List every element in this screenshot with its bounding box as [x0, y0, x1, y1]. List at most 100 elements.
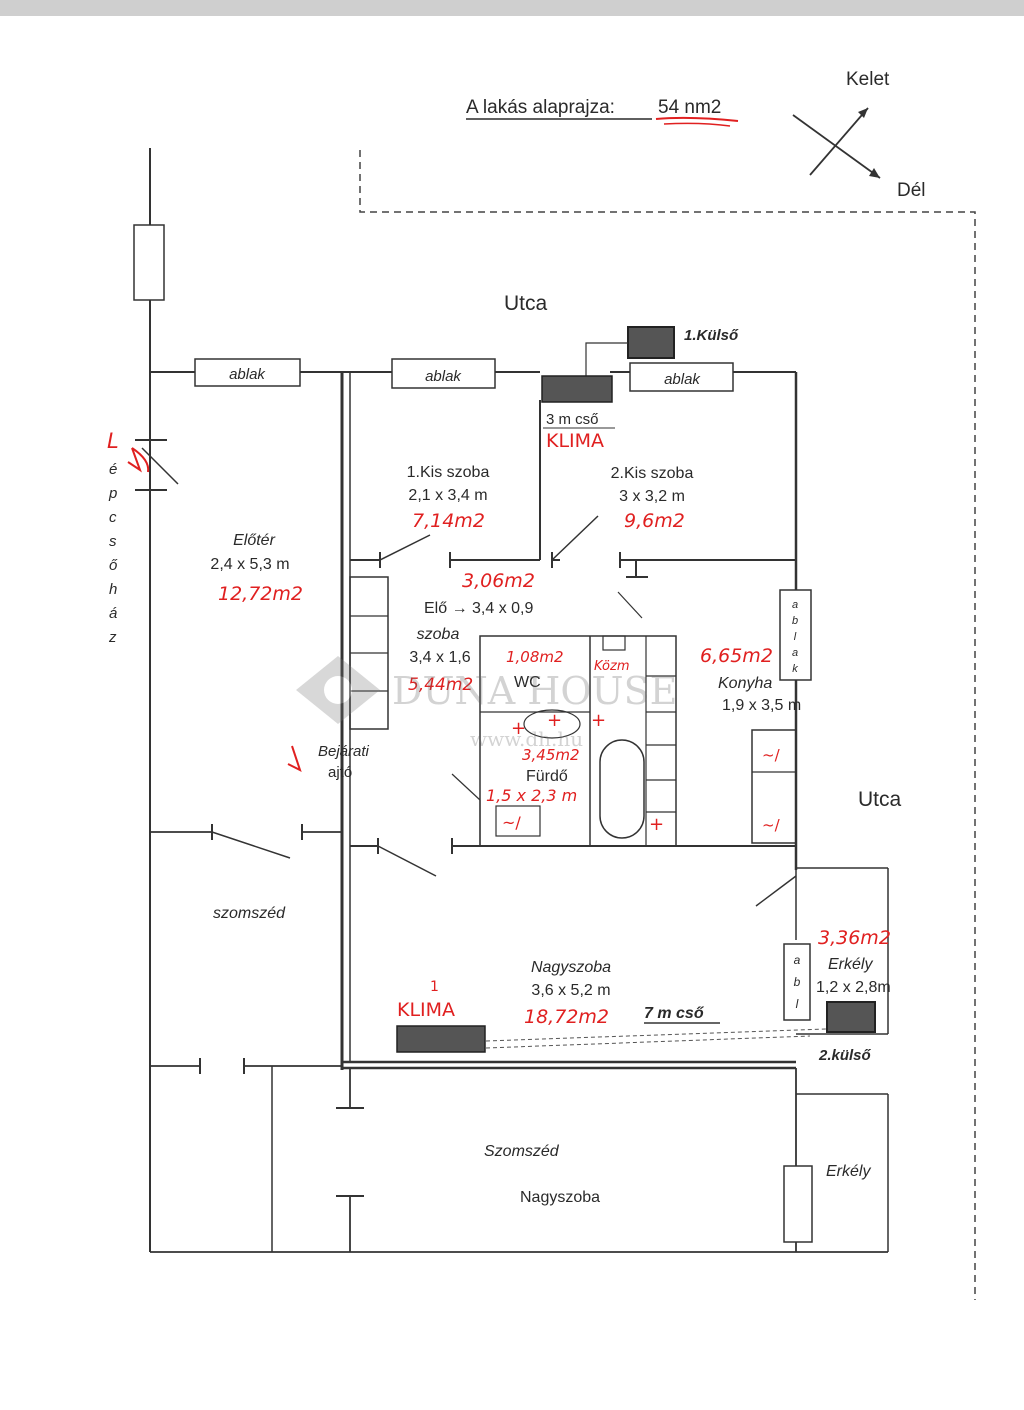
- svg-text:a: a: [794, 953, 801, 967]
- svg-text:Elő → 3,4 x 0,9: Elő → 3,4 x 0,9: [424, 600, 533, 617]
- room-konyha: 6,65m2 Konyha 1,9 x 3,5 m: [700, 645, 801, 714]
- svg-text:5,44m2: 5,44m2: [408, 675, 473, 695]
- svg-text:b: b: [792, 615, 798, 627]
- ac-outdoor-2-label: 2.külső: [818, 1047, 872, 1064]
- svg-text:Előtér: Előtér: [233, 532, 275, 549]
- svg-text:Szomszéd: Szomszéd: [484, 1143, 560, 1160]
- plan-title: A lakás alaprajza:: [466, 97, 615, 118]
- compass: Kelet Dél: [792, 69, 926, 201]
- stairwell-label: L é p c s ő h á z: [107, 429, 119, 646]
- svg-text:+: +: [649, 814, 664, 835]
- window-3-label: ablak: [664, 371, 701, 388]
- svg-text:s: s: [109, 533, 117, 550]
- room-eloter: Előtér 2,4 x 5,3 m 12,72m2: [210, 532, 303, 605]
- neighbour-balcony-window: [783, 1165, 813, 1243]
- svg-text:Közm: Közm: [594, 659, 630, 674]
- bathtub: [599, 739, 645, 839]
- svg-text:a: a: [792, 647, 798, 659]
- svg-text:+: +: [547, 710, 562, 731]
- svg-text:a: a: [792, 599, 798, 611]
- window-1-label: ablak: [229, 366, 266, 383]
- room-kozmu: Közm: [594, 659, 630, 674]
- svg-text:2.Kis szoba: 2.Kis szoba: [611, 465, 694, 482]
- window-2-label: ablak: [425, 368, 462, 385]
- svg-text:1.Kis szoba: 1.Kis szoba: [407, 464, 490, 481]
- svg-text:7,14m2: 7,14m2: [412, 510, 485, 532]
- svg-text:3,06m2: 3,06m2: [462, 570, 535, 592]
- svg-text:~/: ~/: [502, 813, 521, 832]
- svg-text:1,08m2: 1,08m2: [506, 648, 564, 666]
- room-wc: 1,08m2 WC: [506, 648, 564, 691]
- svg-text:1,9 x 3,5 m: 1,9 x 3,5 m: [722, 697, 801, 714]
- svg-text:3,4 x 1,6: 3,4 x 1,6: [409, 649, 470, 666]
- room-erkely-neighbour: Erkély: [826, 1163, 871, 1180]
- svg-text:~/: ~/: [762, 816, 781, 834]
- svg-text:ajtó: ajtó: [328, 764, 352, 781]
- room-nagyszoba: Nagyszoba 3,6 x 5,2 m 18,72m2: [524, 959, 611, 1028]
- svg-text:á: á: [109, 605, 117, 622]
- svg-text:2,1 x 3,4 m: 2,1 x 3,4 m: [408, 487, 487, 504]
- svg-text:6,65m2: 6,65m2: [700, 645, 773, 667]
- svg-text:1,5 x 2,3 m: 1,5 x 2,3 m: [486, 786, 577, 805]
- svg-text:3 x 3,2 m: 3 x 3,2 m: [619, 488, 685, 505]
- svg-text:L: L: [107, 429, 119, 453]
- room-szomszed: szomszéd: [213, 905, 286, 922]
- svg-text:+: +: [591, 710, 606, 731]
- svg-text:ő: ő: [109, 557, 118, 574]
- svg-text:Nagyszoba: Nagyszoba: [531, 959, 611, 976]
- window-1: [194, 358, 301, 387]
- ac-indoor-unit-2: [396, 1025, 486, 1053]
- ac-klima-1: KLIMA: [546, 430, 604, 452]
- balcony-window-label: a b l: [794, 953, 801, 1011]
- watermark-url: www.dh.hu: [470, 727, 583, 751]
- room-szomszed-nagyszoba: Szomszéd Nagyszoba: [484, 1143, 600, 1206]
- svg-text:3,45m2: 3,45m2: [522, 746, 580, 764]
- watermark-brand: DUNA HOUSE: [392, 669, 677, 713]
- svg-text:b: b: [794, 975, 801, 989]
- room-eloszoba: 3,06m2 Elő → 3,4 x 0,9 szoba 3,4 x 1,6 5…: [408, 570, 535, 695]
- room-kis-szoba-1: 1.Kis szoba 2,1 x 3,4 m 7,14m2: [407, 464, 490, 532]
- svg-text:l: l: [794, 631, 797, 643]
- ac-outdoor-unit-1: [627, 326, 675, 359]
- room-erkely: 3,36m2 Erkély 1,2 x 2,8m: [816, 927, 891, 996]
- svg-text:WC: WC: [514, 674, 541, 691]
- ac-outdoor-unit-2: [826, 1001, 876, 1033]
- svg-text:3,36m2: 3,36m2: [818, 927, 891, 949]
- ac-pipe-2-label: 7 m cső: [644, 1005, 705, 1022]
- svg-text:p: p: [108, 485, 117, 502]
- window-3: [629, 362, 734, 392]
- balcony-window: [783, 943, 811, 1021]
- svg-text:12,72m2: 12,72m2: [218, 583, 303, 605]
- svg-text:~/: ~/: [762, 746, 781, 764]
- street-right: Utca: [858, 788, 902, 811]
- ac-indoor-unit-1: [541, 375, 613, 403]
- window-2: [391, 358, 496, 389]
- kitchen-window: [779, 589, 812, 681]
- svg-text:k: k: [792, 663, 798, 675]
- svg-text:c: c: [109, 509, 117, 526]
- svg-text:l: l: [796, 997, 799, 1011]
- ac-klima-2: KLIMA: [397, 999, 455, 1021]
- compass-east: Kelet: [846, 69, 890, 90]
- svg-text:z: z: [108, 629, 117, 646]
- svg-text:Bejárati: Bejárati: [318, 743, 370, 760]
- ac-pipe-1-label: 3 m cső: [546, 411, 599, 428]
- svg-text:Konyha: Konyha: [718, 675, 772, 692]
- svg-text:1,2 x 2,8m: 1,2 x 2,8m: [816, 979, 891, 996]
- svg-text:2,4 x 5,3 m: 2,4 x 5,3 m: [210, 556, 289, 573]
- svg-text:szoba: szoba: [417, 626, 460, 643]
- svg-text:3,6 x 5,2 m: 3,6 x 5,2 m: [531, 982, 610, 999]
- svg-text:Erkély: Erkély: [828, 956, 873, 973]
- kitchen-counter: [751, 729, 797, 844]
- ac-outdoor-1-label: 1.Külső: [684, 327, 739, 344]
- svg-text:18,72m2: 18,72m2: [524, 1006, 609, 1028]
- svg-text:Nagyszoba: Nagyszoba: [520, 1189, 600, 1206]
- svg-text:é: é: [109, 461, 117, 478]
- compass-south: Dél: [897, 180, 926, 201]
- ac-klima-2-number: 1: [430, 979, 439, 995]
- room-kis-szoba-2: 2.Kis szoba 3 x 3,2 m 9,6m2: [611, 465, 694, 532]
- svg-text:+: +: [511, 718, 526, 739]
- kitchen-window-label: a b l a k: [792, 599, 798, 675]
- scan-top-band: [0, 0, 1024, 16]
